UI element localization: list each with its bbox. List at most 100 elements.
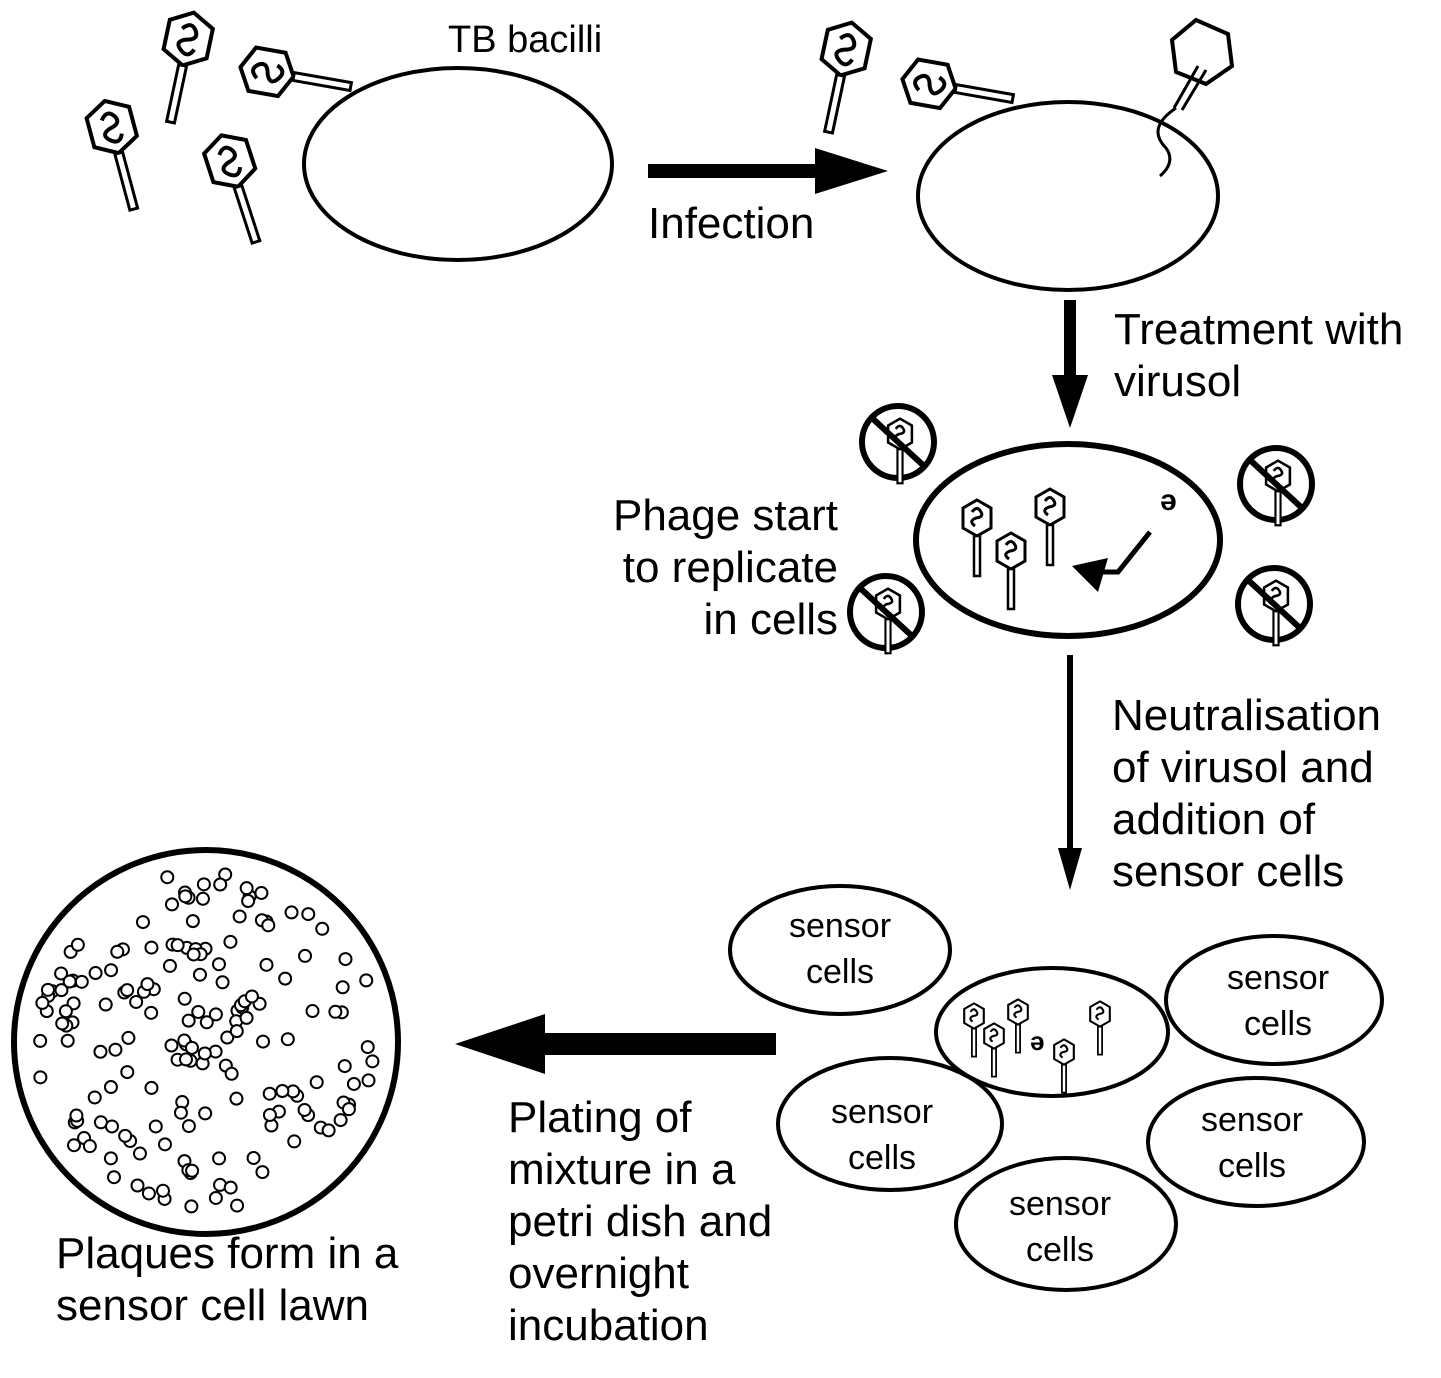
sensor-cell-label: sensor cells: [1226, 959, 1330, 1043]
sensor-cell-label: sensor cells: [788, 907, 892, 991]
plaque: [278, 971, 293, 986]
plaque: [333, 1113, 348, 1128]
plaque: [60, 1033, 75, 1048]
plaque: [144, 940, 159, 955]
sensor-cell: [728, 884, 952, 1016]
replicating-cell: [913, 441, 1223, 639]
plaque: [173, 1105, 188, 1120]
dna-icon: ә: [1160, 484, 1177, 517]
phage-icon: [147, 6, 218, 129]
treatment-arrow: [1052, 300, 1088, 428]
sensor-cell: [776, 1056, 1004, 1192]
plaque: [321, 1123, 336, 1138]
plaque: [275, 1083, 290, 1098]
plaque: [195, 891, 210, 906]
phage-icon: [961, 498, 993, 578]
plaque: [287, 1134, 302, 1149]
dna-injection-arrow: [1072, 530, 1152, 592]
plaque: [220, 1030, 235, 1045]
plaque: [244, 989, 259, 1004]
plaque: [177, 991, 192, 1006]
plaque: [35, 995, 50, 1010]
plaque: [184, 1199, 199, 1214]
plaque: [164, 1038, 179, 1053]
plaque: [181, 1013, 196, 1028]
sensor-cell: [1164, 934, 1384, 1066]
plaque: [104, 963, 119, 978]
plaque: [198, 1106, 213, 1121]
plaque: [162, 958, 177, 973]
plaque: [192, 967, 207, 982]
plaque: [118, 1128, 133, 1143]
plaque: [148, 1119, 163, 1134]
plaque: [129, 994, 144, 1009]
neutralisation-label: Neutralisation of virusol and addition o…: [1112, 691, 1382, 896]
plaque: [255, 1165, 270, 1180]
plaque: [33, 1070, 48, 1085]
plaque: [361, 1073, 376, 1088]
plaque: [120, 983, 135, 998]
plaque: [110, 944, 125, 959]
plaque: [87, 1090, 102, 1105]
plaque: [337, 1059, 352, 1074]
plaques-label: Plaques form in a sensor cell lawn: [56, 1229, 399, 1330]
plaque: [262, 1086, 277, 1101]
plaque: [284, 905, 299, 920]
plating-arrow: [455, 1014, 776, 1074]
plaque: [197, 1046, 212, 1061]
plaque: [335, 980, 350, 995]
blocked-phage-icon: [862, 406, 934, 483]
infection-arrow: [648, 148, 888, 194]
plaque: [239, 881, 254, 896]
plaque: [211, 957, 226, 972]
plaque: [70, 937, 85, 952]
plaque: [82, 1139, 97, 1154]
plaque: [144, 1005, 159, 1020]
plaque: [120, 1065, 135, 1080]
plating-label: Plating of mixture in a petri dish and o…: [508, 1093, 773, 1350]
plaque: [301, 907, 316, 922]
plaque: [224, 1066, 239, 1081]
infection-label: Infection: [648, 199, 815, 248]
plaque: [144, 1080, 159, 1095]
petri-dish: [11, 847, 401, 1237]
plaque: [141, 1186, 156, 1201]
plaque: [305, 1004, 320, 1019]
plaque: [261, 918, 276, 933]
plaque: [186, 947, 201, 962]
plaque: [185, 1163, 200, 1178]
plaque: [223, 1180, 238, 1195]
plaque: [58, 1004, 73, 1019]
tb-bacillus-initial: [302, 66, 614, 262]
plaque: [135, 915, 150, 930]
sensor-cell: [954, 1156, 1178, 1292]
tb-bacilli-label: TB bacilli: [448, 19, 603, 61]
plaque: [130, 1178, 145, 1193]
sensor-cell-label: sensor cells: [1200, 1101, 1304, 1185]
plaque: [164, 897, 179, 912]
plaque: [54, 983, 69, 998]
plaque: [98, 997, 113, 1012]
plaque: [246, 1150, 261, 1165]
plaque: [170, 938, 185, 953]
plaque: [298, 948, 313, 963]
sensor-cell-label: sensor cells: [1008, 1185, 1112, 1269]
plaque: [346, 1076, 361, 1091]
plaque: [280, 1032, 295, 1047]
plaque: [297, 1102, 312, 1117]
plaque: [157, 1137, 172, 1152]
plaque: [88, 966, 103, 981]
replicate-label: Phage start to replicate in cells: [612, 491, 838, 644]
plaque: [55, 1016, 70, 1031]
tb-bacillus-infected: [916, 17, 1235, 292]
plaque: [241, 894, 256, 909]
plaque: [212, 1151, 227, 1166]
blocked-phage-icon: [1240, 448, 1312, 525]
plaques-group: [33, 867, 380, 1214]
plaque: [40, 982, 55, 997]
plaque: [229, 1091, 244, 1106]
neutralisation-arrow: [1058, 655, 1082, 890]
plaque: [155, 1183, 170, 1198]
plaque: [103, 1151, 118, 1166]
